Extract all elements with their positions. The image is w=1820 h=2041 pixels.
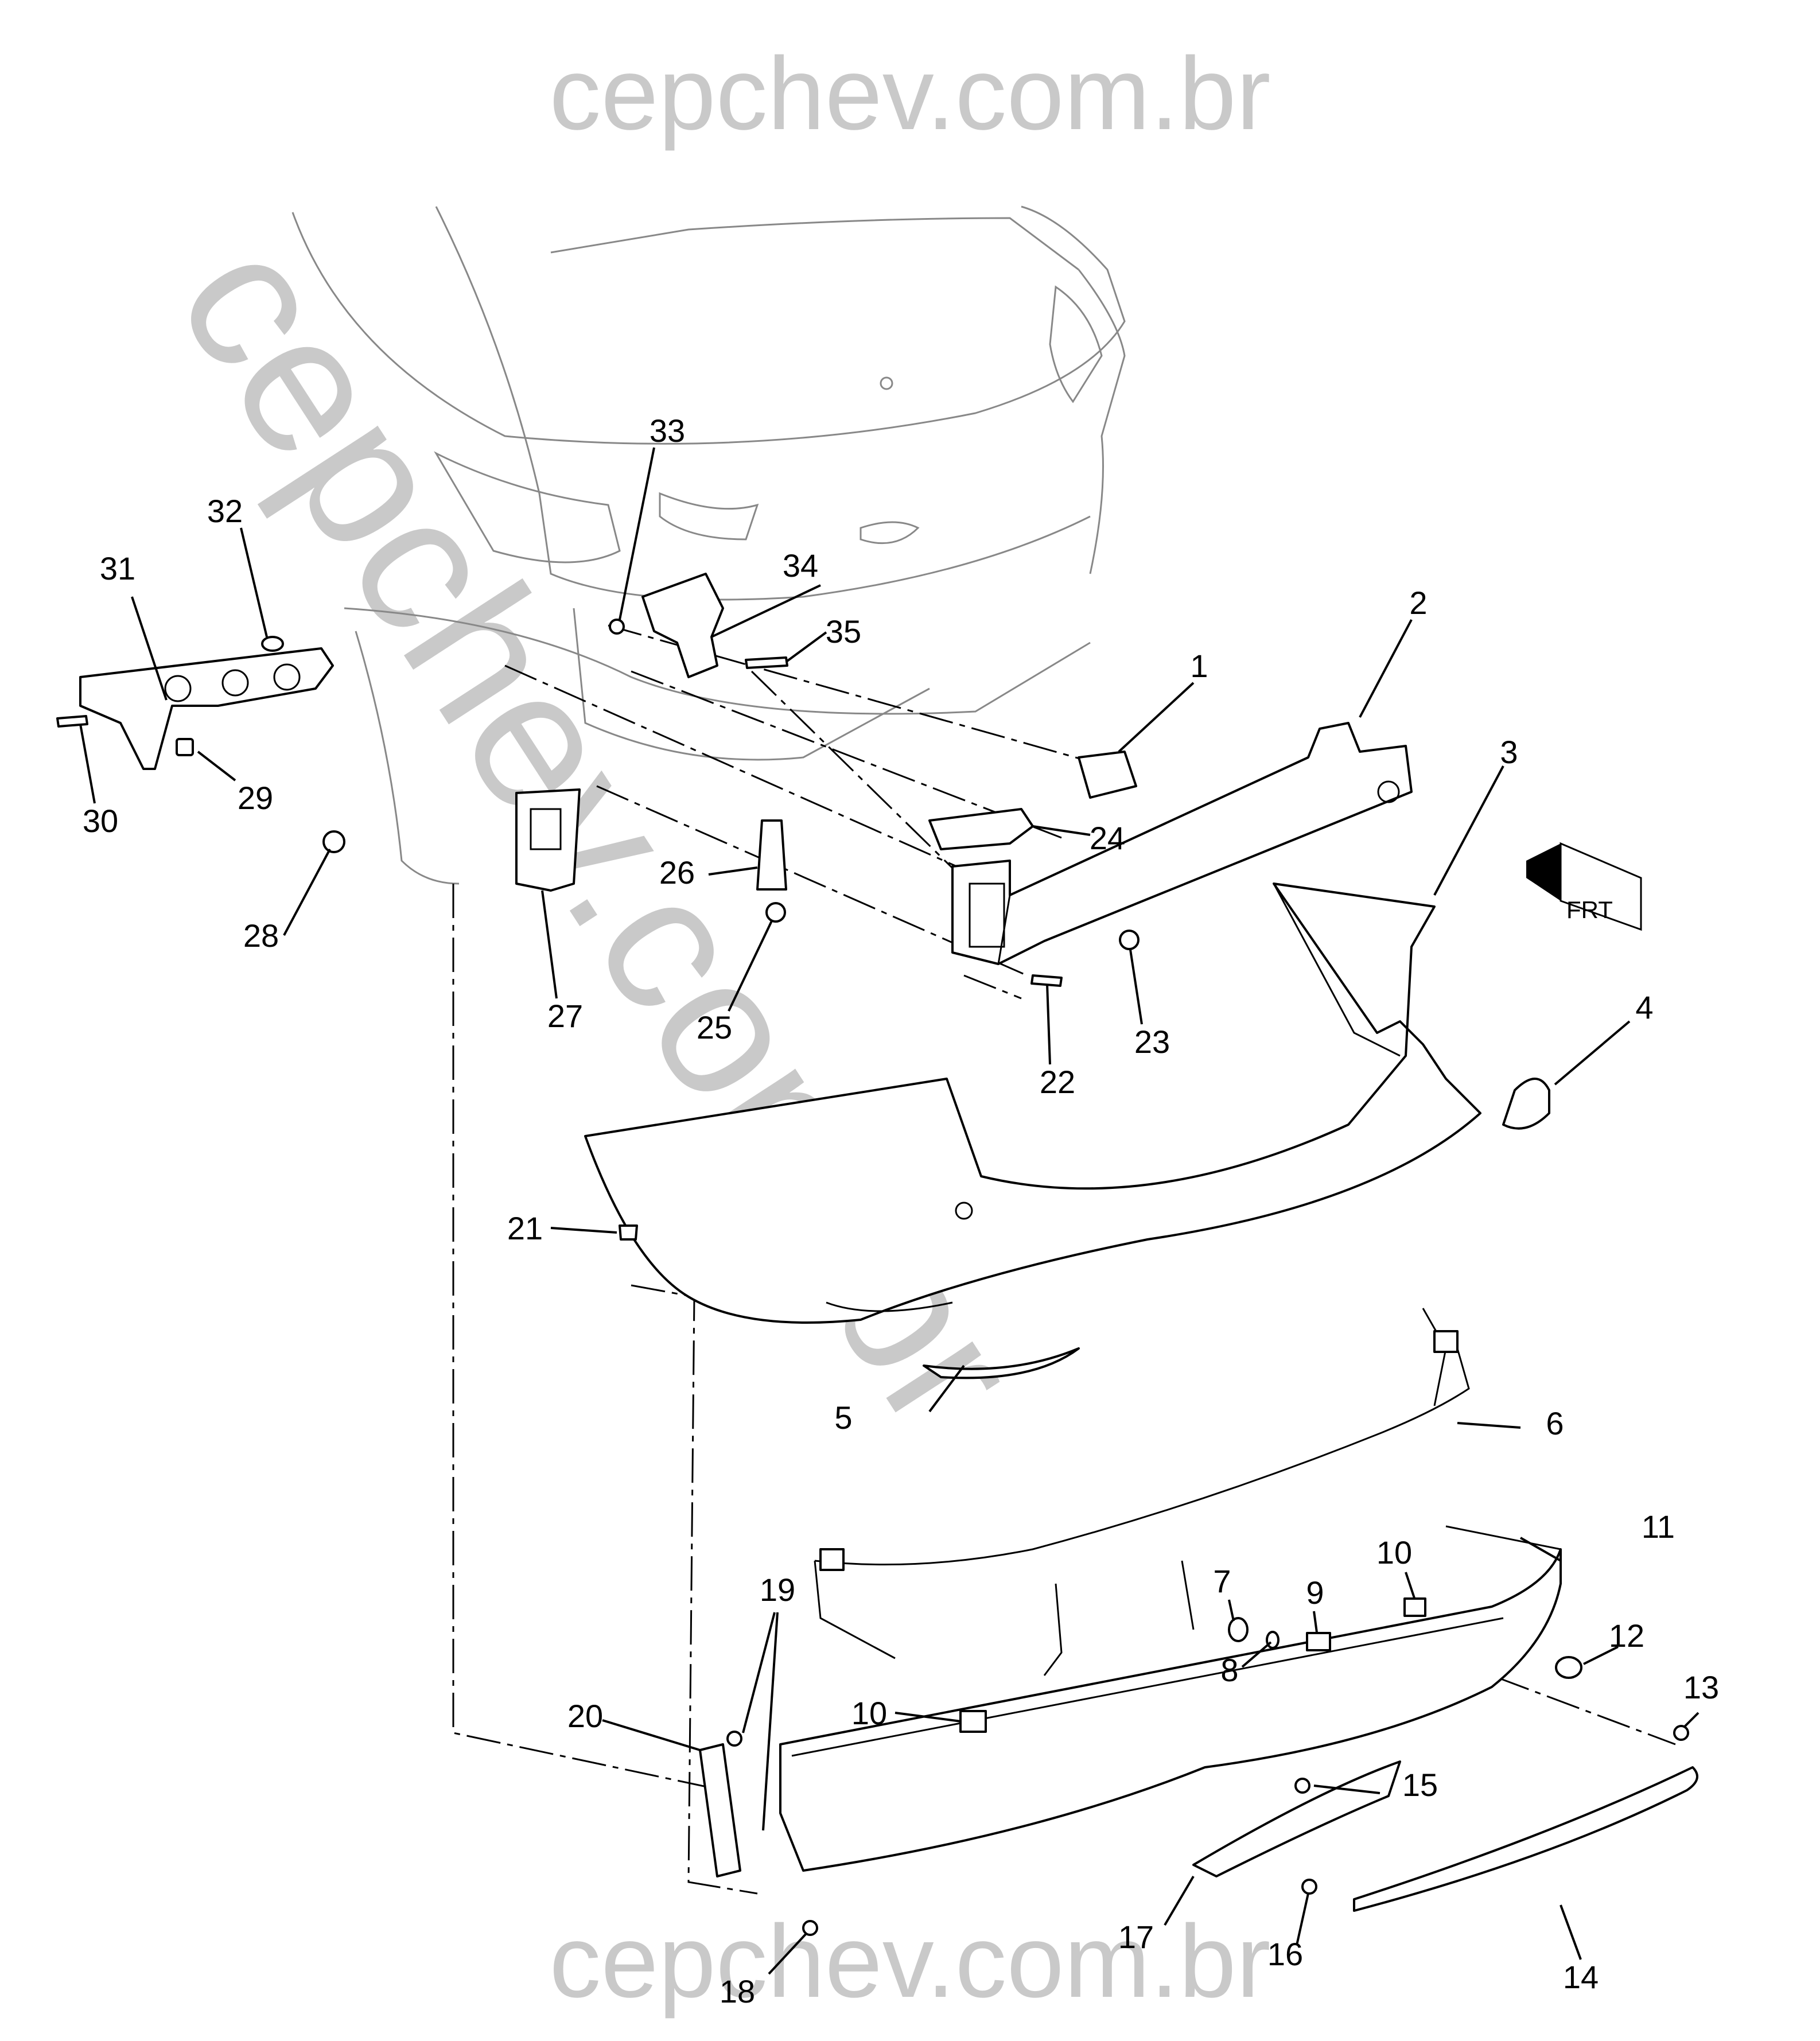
- callout-4: 4: [1635, 989, 1653, 1025]
- callout-29: 29: [238, 780, 273, 816]
- callout-11: 11: [1642, 1509, 1675, 1545]
- callout-7: 7: [1213, 1563, 1231, 1599]
- callout-18: 18: [720, 1973, 755, 2009]
- callout-5: 5: [834, 1399, 852, 1436]
- sensor-7-part: [1228, 1617, 1249, 1642]
- guide-part: [756, 819, 787, 891]
- bumper-bracket-left-part: [79, 647, 334, 770]
- retainer-10b-part: [959, 1710, 987, 1733]
- callout-34: 34: [783, 547, 818, 584]
- callout-3: 3: [1500, 734, 1518, 770]
- callout-9: 9: [1306, 1575, 1324, 1611]
- callout-8: 8: [1220, 1652, 1238, 1688]
- callout-13: 13: [1683, 1669, 1719, 1705]
- fastener-16-part: [1301, 1879, 1317, 1895]
- bracket-upper-part: [928, 808, 1034, 850]
- callout-20: 20: [567, 1698, 603, 1734]
- callout-30: 30: [83, 803, 118, 839]
- lower-fascia-part: [779, 1525, 1562, 1872]
- latch-part: [641, 573, 724, 678]
- skid-plate-part: [1192, 1760, 1401, 1877]
- fastener-18-part: [802, 1920, 818, 1936]
- callout-16: 16: [1267, 1936, 1303, 1972]
- callout-24: 24: [1090, 820, 1125, 856]
- callout-26: 26: [659, 854, 695, 891]
- watermark-top: cepchev.com.br: [549, 36, 1270, 151]
- leader-lines: [79, 447, 1700, 1975]
- wiring-harness-part: [814, 1308, 1470, 1676]
- callout-2: 2: [1409, 585, 1427, 621]
- fastener-13-part: [1673, 1725, 1689, 1741]
- callout-27: 27: [547, 998, 583, 1034]
- callout-21: 21: [507, 1210, 543, 1246]
- callout-25: 25: [697, 1009, 732, 1045]
- sensor-bracket-9-part: [1306, 1632, 1331, 1651]
- callout-6: 6: [1546, 1405, 1564, 1441]
- callout-31: 31: [100, 550, 135, 586]
- callout-17: 17: [1118, 1919, 1154, 1955]
- callout-33: 33: [650, 413, 685, 449]
- callout-28: 28: [243, 918, 279, 954]
- push-pin-part: [322, 830, 345, 853]
- nut-23-part: [1119, 930, 1140, 950]
- molding-part: [1353, 1766, 1698, 1912]
- callout-35: 35: [826, 613, 861, 650]
- lower-bracket-part: [699, 1743, 741, 1877]
- reflector-strip-part: [923, 1347, 1080, 1379]
- fastener-15-part: [1294, 1778, 1310, 1794]
- front-indicator-label: FRT: [1566, 896, 1613, 923]
- callout-23: 23: [1134, 1024, 1170, 1060]
- callouts: 1 2 3 4 5 6 7 8 9 10 10 11 12 13 14 15 1…: [83, 413, 1719, 2009]
- grommet-part: [261, 636, 284, 652]
- latch-grommet-part: [609, 619, 625, 635]
- callout-1: 1: [1190, 648, 1208, 684]
- callout-10a: 10: [1376, 1534, 1412, 1570]
- bracket-part: [1078, 751, 1137, 799]
- callout-15: 15: [1402, 1767, 1438, 1803]
- nut-part: [176, 738, 194, 756]
- watermark-bottom: cepchev.com.br: [549, 1904, 1270, 2019]
- callout-19: 19: [760, 1572, 795, 1608]
- bumper-fascia-part: [584, 883, 1481, 1324]
- callout-32: 32: [207, 493, 243, 529]
- bolt-22-part: [1030, 974, 1063, 987]
- plug-part: [1555, 1656, 1582, 1679]
- callout-22: 22: [1040, 1064, 1075, 1100]
- retainer-10-part: [1403, 1597, 1426, 1617]
- callout-14: 14: [1563, 1959, 1599, 1995]
- fastener-19-part: [726, 1731, 742, 1747]
- callout-10b: 10: [851, 1695, 887, 1731]
- front-indicator: FRT: [1526, 842, 1642, 931]
- reinforcement-plate-part: [515, 788, 581, 892]
- screw-21-part: [619, 1224, 638, 1241]
- bolt-part: [56, 715, 88, 728]
- clip-part: [765, 902, 786, 923]
- impact-bar-part: [951, 722, 1413, 965]
- latch-bolt-part: [745, 656, 788, 669]
- callout-12: 12: [1609, 1618, 1644, 1654]
- reflector-part: [1502, 1078, 1550, 1130]
